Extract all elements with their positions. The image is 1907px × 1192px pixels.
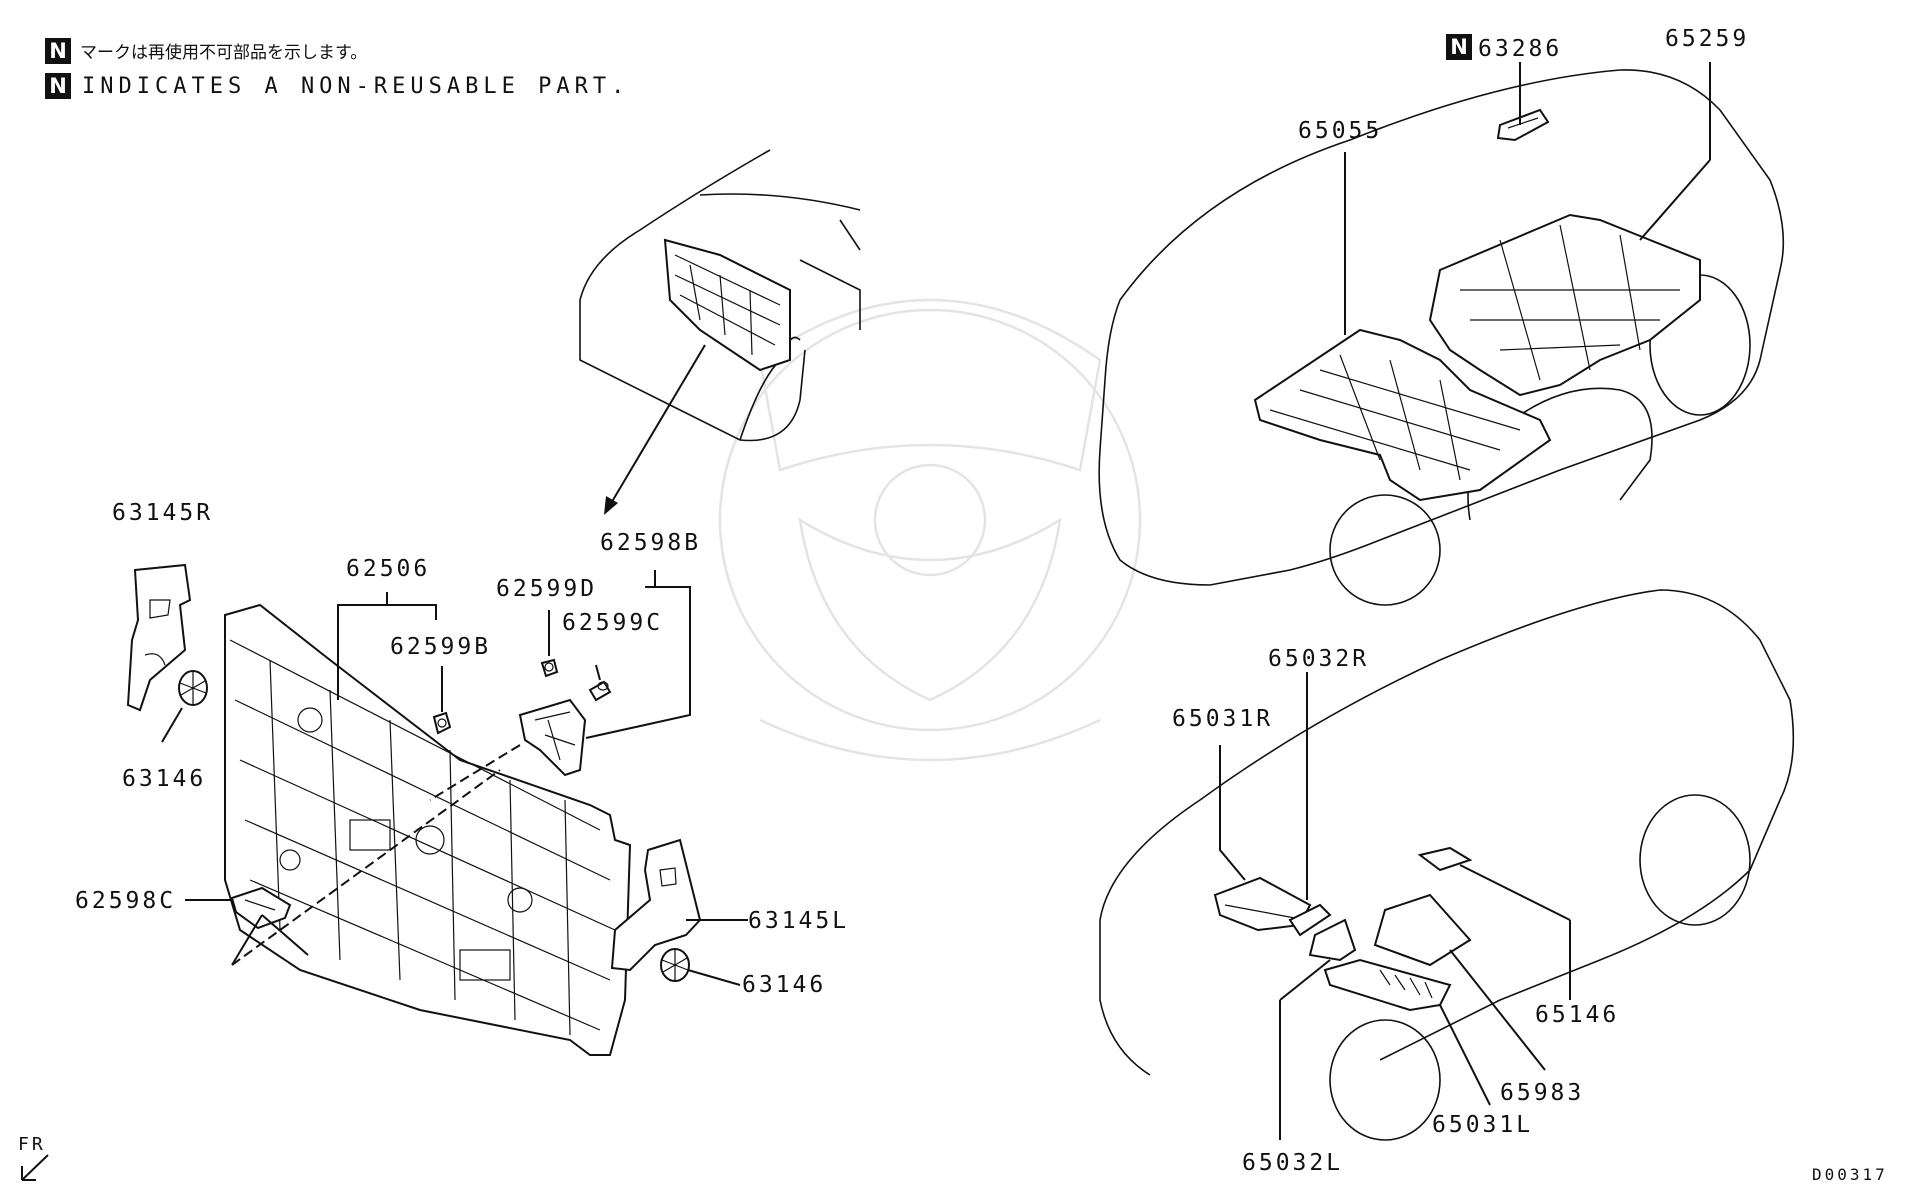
label-65259: 65259 [1665, 26, 1749, 52]
floor-carpet-65055 [1253, 328, 1552, 502]
label-62599D: 62599D [496, 576, 597, 602]
front-label: FR [18, 1134, 46, 1155]
label-65983: 65983 [1500, 1080, 1584, 1106]
front-direction-indicator: FR [18, 1134, 49, 1181]
leader-lines-left [161, 570, 748, 986]
grommet-63146-upper [178, 670, 208, 706]
clip-62599C [588, 680, 612, 702]
note-japanese-text: マークは再使用不可部品を示します。 [80, 42, 367, 63]
grommet-63146-lower [660, 948, 690, 982]
floor-carpet-65259 [1428, 213, 1701, 397]
label-63145L: 63145L [748, 908, 849, 934]
label-63146-upper: 63146 [122, 766, 206, 792]
pad-63286 [1496, 108, 1550, 142]
front-arrow-icon [21, 1154, 49, 1181]
insulator-63145L [610, 838, 702, 972]
label-65146: 65146 [1535, 1002, 1619, 1028]
callout-labels: N 63286 65259 65055 63145R 63146 62506 6… [75, 26, 1749, 1176]
leader-lines-lower-right [1219, 672, 1571, 1140]
clip-62599D [540, 658, 559, 678]
silencer-65146 [1417, 846, 1473, 872]
n-badge: N [1450, 35, 1468, 59]
label-65055: 65055 [1298, 118, 1382, 144]
car-body-lower-right [1099, 589, 1795, 1141]
silencer-65983 [1373, 893, 1472, 967]
n-badge: N [49, 74, 67, 98]
label-63146-lower: 63146 [742, 972, 826, 998]
label-65031L: 65031L [1432, 1112, 1533, 1138]
diagram-code: D00317 [1812, 1165, 1888, 1184]
label-63286: 63286 [1478, 36, 1562, 62]
clip-62599B [432, 711, 452, 735]
silencer-65031L [1323, 958, 1452, 1012]
label-65031R: 65031R [1172, 706, 1273, 732]
dash-panel-insulator-62506 [224, 603, 632, 1056]
watermark-emblem [718, 298, 1142, 762]
insulator-63145R [126, 563, 192, 712]
label-62599B: 62599B [390, 634, 491, 660]
non-reusable-note-japanese: N マークは再使用不可部品を示します。 [45, 38, 367, 64]
label-65032L: 65032L [1242, 1150, 1343, 1176]
detail-arrow [604, 344, 706, 515]
silencer-65032L [1308, 918, 1357, 962]
bracket-62598C [230, 886, 292, 930]
n-badge: N [49, 39, 67, 63]
bracket-62598B [518, 698, 587, 777]
car-front-reference-view [579, 149, 861, 442]
leader-lines-upper-right [1344, 62, 1711, 335]
n-badge-63286 [1446, 34, 1472, 60]
non-reusable-note-english: N INDICATES A NON-REUSABLE PART. [45, 73, 629, 99]
note-english-text: INDICATES A NON-REUSABLE PART. [82, 74, 629, 99]
label-62506: 62506 [346, 556, 430, 582]
label-62599C: 62599C [562, 610, 663, 636]
label-65032R: 65032R [1268, 646, 1369, 672]
label-62598B: 62598B [600, 530, 701, 556]
label-63145R: 63145R [112, 500, 213, 526]
silencer-65032R [1288, 903, 1332, 937]
label-62598C: 62598C [75, 888, 176, 914]
